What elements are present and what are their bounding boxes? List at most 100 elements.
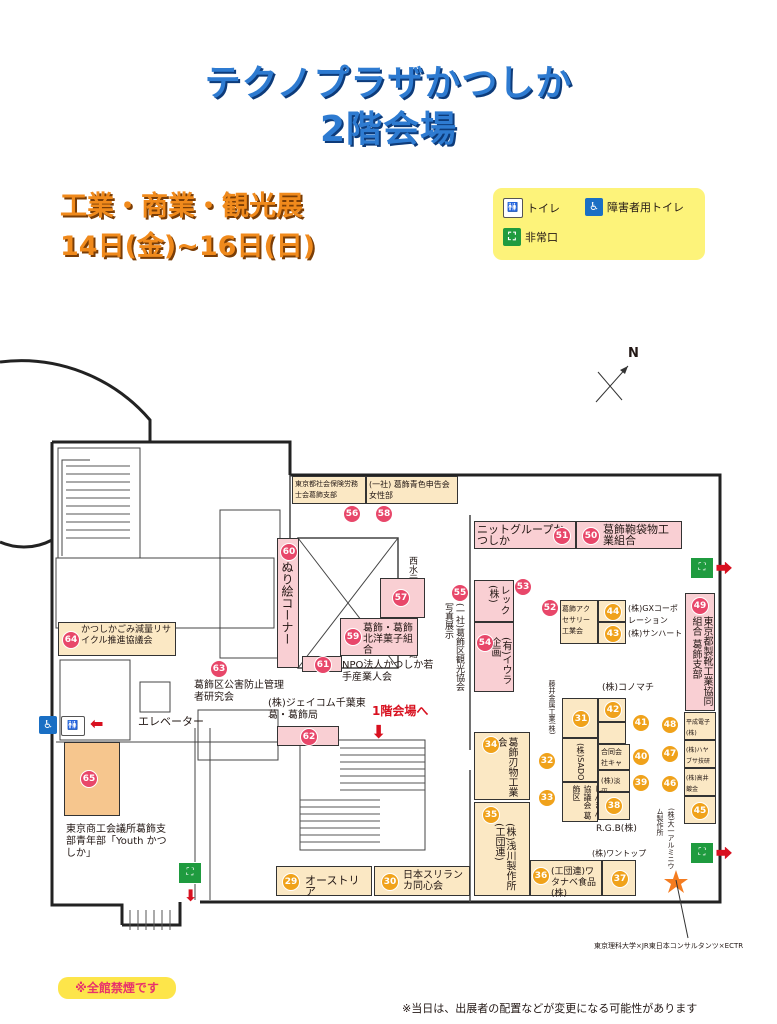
booth-37-label: (株)ワントップ	[592, 849, 647, 858]
booth-60-number: 60	[280, 543, 298, 561]
booth-34-label: 葛飾刃物工業会	[495, 737, 517, 797]
booth-56-number: 56	[343, 505, 361, 523]
booth-47-number: 47	[661, 745, 679, 763]
booth-51-number: 51	[553, 527, 571, 545]
booth-46-number: 46	[661, 775, 679, 793]
booth-48-number: 48	[661, 716, 679, 734]
booth-32[interactable]: (株)SADO	[562, 738, 598, 782]
booth-41-number: 41	[632, 714, 650, 732]
booth-60-label: ぬり絵コーナー	[280, 561, 294, 645]
booth-50-label: 葛飾鞄袋物工業組合	[603, 523, 669, 547]
floor-plan-walls	[0, 359, 722, 939]
booth-45-number: 45	[691, 802, 709, 820]
booth-30-label: 日本スリランカ同心会	[403, 870, 463, 892]
booth-49-number: 49	[691, 597, 709, 615]
elevator-label: エレベーター	[138, 715, 204, 728]
no-smoking-badge: ※全館禁煙です	[58, 977, 176, 999]
compass-north-label: N	[628, 346, 639, 361]
booth-61-label: NPO法人かつしか若手産業人会	[342, 660, 434, 683]
booth-59-number: 59	[344, 628, 362, 646]
booth-40-number: 40	[632, 748, 650, 766]
event-name: 工業・商業・観光展	[60, 191, 303, 222]
booth-37-number: 37	[611, 870, 629, 888]
booth-57-number: 57	[392, 589, 410, 607]
event-dates: 14日(金)~16日(日)	[60, 231, 316, 262]
page-subtitle: 2階会場	[319, 109, 458, 150]
booth-59[interactable]: 葛飾・葛飾北洋菓子組合	[340, 618, 418, 656]
toilet-icon: 🚻	[503, 198, 523, 218]
booth-54-label: (有)イウラ企画	[489, 637, 511, 685]
booth-29-label: オーストリア	[305, 874, 360, 898]
booth-33-number: 33	[538, 789, 556, 807]
booth-38-number: 38	[605, 797, 623, 815]
booth-55-label: (一社)葛飾区観光協会写真展示	[443, 603, 464, 692]
exit-arrow-icon-sw: ⬇	[184, 886, 198, 905]
toilet-icon-floor: 🚻	[61, 716, 85, 736]
legend-accessible-label: 障害者用トイレ	[607, 201, 684, 214]
booth-39[interactable]: (株)淡平	[598, 770, 630, 796]
legend-accessible: ♿ 障害者用トイレ	[585, 198, 684, 216]
booth-49[interactable]: 東京都製靴工業協同組合 葛飾支部	[685, 593, 715, 711]
booth-65-number: 65	[80, 770, 98, 788]
arrow-down-icon: ⬇	[371, 722, 387, 743]
booth-52[interactable]: 葛飾アクセサリー工業会	[560, 600, 598, 644]
booth-29[interactable]: オーストリア	[276, 866, 372, 898]
emergency-exit-icon-se: ⛶	[690, 842, 714, 864]
booth-62-label: (株)ジェイコム千葉東葛・葛飾局	[268, 698, 366, 721]
booth-32-label: (株)SADO	[576, 743, 585, 781]
booth-45-label: (株)大一アルミニウム製作所	[656, 808, 675, 870]
booth-50[interactable]: 葛飾鞄袋物工業組合	[576, 521, 682, 549]
booth-35-label: (株)浅川製作所 (工団連)	[493, 823, 515, 891]
booth-58-label: (一社) 葛飾青色申告会 女性部	[369, 480, 450, 500]
booth-41[interactable]	[598, 722, 626, 744]
booth-30[interactable]: 日本スリランカ同心会	[374, 866, 470, 896]
booth-56[interactable]: 東京都社会保険労務士会葛飾支部	[292, 476, 366, 504]
booth-42-number: 42	[604, 701, 622, 719]
emergency-exit-icon-ne: ⛶	[690, 557, 714, 579]
booth-36-label: (工団連)ワタナベ食品(株)	[551, 867, 597, 899]
booth-31[interactable]	[562, 698, 598, 738]
booth-46-label: (株)高井鍍金	[686, 775, 709, 793]
booth-53-number: 53	[514, 578, 532, 596]
change-notice: ※当日は、出展者の配置などが変更になる可能性があります	[402, 1002, 698, 1015]
booth-39-number: 39	[632, 774, 650, 792]
booth-55-number: 55	[451, 584, 469, 602]
booth-49-label: 東京都製靴工業協同組合 葛飾支部	[690, 616, 712, 706]
booth-54[interactable]: (有)イウラ企画	[474, 622, 514, 692]
booth-50-number: 50	[582, 527, 600, 545]
accessible-toilet-icon: ♿	[39, 716, 57, 734]
booth-48[interactable]: 平成電子(株)	[684, 712, 716, 740]
booth-43-label: (株)サンハート	[628, 629, 683, 638]
legend-toilet: 🚻 トイレ	[503, 198, 560, 218]
emergency-exit-icon-sw: ⛶	[178, 862, 202, 884]
booth-53[interactable]: レック(株)	[474, 580, 514, 622]
emergency-exit-icon: ⛶	[503, 228, 521, 246]
booth-31-label: 藤井金属工業(株)	[548, 680, 556, 735]
booth-44-label: (株)GXコーポレーション	[628, 604, 678, 625]
booth-34-number: 34	[482, 736, 500, 754]
booth-40[interactable]: 合同会社キャリコン	[598, 744, 630, 778]
wheelchair-icon: ♿	[585, 198, 603, 216]
booth-30-number: 30	[381, 873, 399, 891]
booth-29-number: 29	[282, 873, 300, 891]
booth-32-number: 32	[538, 752, 556, 770]
arrow-left-icon: ⬅	[90, 714, 104, 733]
booth-38-label: R.G.B(株)	[596, 824, 637, 834]
booth-47[interactable]: (株)ハヤブサ技研	[684, 740, 716, 768]
booth-46[interactable]: (株)高井鍍金	[684, 768, 716, 796]
booth-65-label: 東京商工会議所葛飾支部青年部「Youth かつしか」	[66, 824, 167, 859]
legend-exit: ⛶ 非常口	[503, 228, 558, 246]
compass: N	[592, 347, 642, 407]
booth-48-label: 平成電子(株)	[686, 719, 711, 737]
booth-36-number: 36	[532, 867, 550, 885]
booth-63-label: 葛飾区公害防止管理者研究会	[194, 680, 284, 703]
booth-63-number: 63	[210, 660, 228, 678]
to-first-floor-label[interactable]: 1階会場へ	[372, 704, 429, 718]
page-title: テクノプラザかつしか	[204, 63, 573, 104]
exit-arrow-icon-ne: ⮕	[716, 559, 733, 578]
booth-60[interactable]: ぬり絵コーナー	[277, 538, 299, 668]
booth-58[interactable]: (一社) 葛飾青色申告会 女性部	[366, 476, 458, 504]
booth-52-label: 葛飾アクセサリー工業会	[562, 605, 590, 635]
booth-33[interactable]: しんきん協議会 葛飾区	[562, 782, 603, 822]
booth-51-label: ニットグループかつしか	[477, 523, 565, 547]
